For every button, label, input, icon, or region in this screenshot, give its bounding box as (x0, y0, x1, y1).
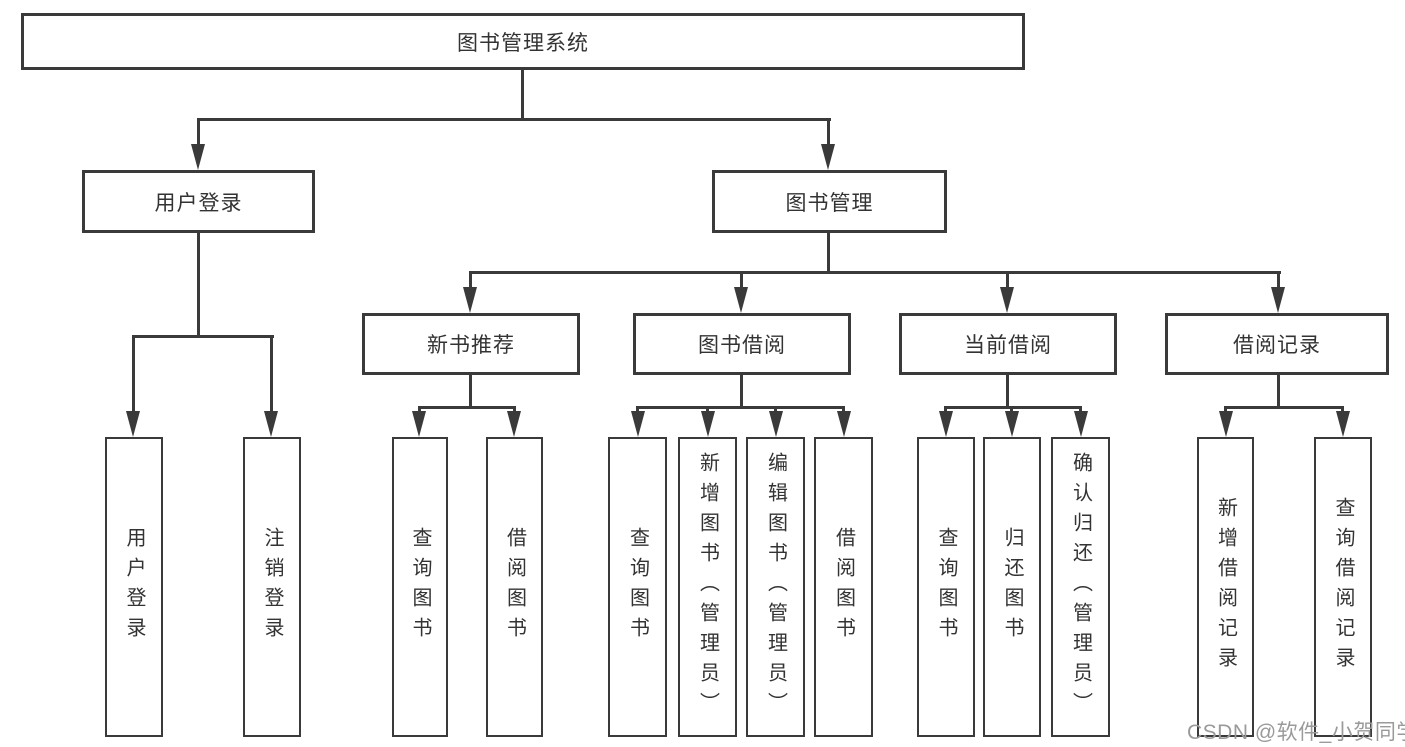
connector-level1-branch (197, 118, 831, 121)
leaf-borrowing-add-books: 新增图书（管理员） (678, 437, 737, 737)
arrow-to-borrowing-query (631, 411, 645, 437)
leaf-recommend-query-books: 查询图书 (392, 437, 448, 737)
leaf-borrowing-query-books: 查询图书 (608, 437, 667, 737)
leaf-user-login-label: 用户登录 (123, 527, 145, 647)
connector-borrowing-stem (740, 375, 743, 409)
leaf-borrowing-edit-books: 编辑图书（管理员） (746, 437, 805, 737)
leaf-current-confirm-return: 确认归还（管理员） (1051, 437, 1110, 737)
leaf-current-return-books: 归还图书 (983, 437, 1041, 737)
arrow-to-book-borrowing (734, 287, 748, 313)
node-book-management: 图书管理 (712, 170, 947, 233)
arrow-to-records-query (1336, 411, 1350, 437)
node-book-borrowing: 图书借阅 (633, 313, 851, 375)
leaf-records-add-record-label: 新增借阅记录 (1214, 497, 1237, 677)
connector-drop-leaf-login (132, 335, 135, 415)
connector-root-stem (521, 70, 524, 120)
connector-user-login-stem (197, 233, 200, 338)
leaf-records-add-record: 新增借阅记录 (1197, 437, 1254, 737)
leaf-borrowing-borrow-books-label: 借阅图书 (832, 527, 855, 647)
node-library-system-label: 图书管理系统 (457, 31, 589, 55)
connector-drop-leaf-logout (270, 335, 273, 415)
arrow-to-borrowing-borrow (837, 411, 851, 437)
connector-records-branch (1224, 406, 1344, 409)
connector-user-login-branch (132, 335, 274, 338)
leaf-current-confirm-return-label: 确认归还（管理员） (1069, 452, 1092, 722)
leaf-borrowing-query-books-label: 查询图书 (626, 527, 649, 647)
node-user-login-label: 用户登录 (154, 191, 243, 215)
connector-drop-borrowing-records (1277, 271, 1280, 291)
arrow-to-borrowing-add (701, 411, 715, 437)
leaf-borrowing-add-books-label: 新增图书（管理员） (696, 452, 719, 722)
node-borrowing-records: 借阅记录 (1165, 313, 1389, 375)
node-current-borrowing: 当前借阅 (899, 313, 1117, 375)
connector-book-management-branch (469, 271, 1281, 274)
connector-book-management-stem (827, 233, 830, 274)
leaf-user-login: 用户登录 (105, 437, 163, 737)
leaf-logout: 注销登录 (243, 437, 301, 737)
leaf-recommend-borrow-books-label: 借阅图书 (503, 527, 526, 647)
leaf-logout-label: 注销登录 (261, 527, 283, 647)
leaf-recommend-query-books-label: 查询图书 (409, 527, 431, 647)
connector-drop-book-borrowing (740, 271, 743, 291)
connector-current-branch (944, 406, 1082, 409)
connector-recommend-branch (418, 406, 516, 409)
node-new-book-recommend-label: 新书推荐 (427, 334, 515, 357)
arrow-to-borrowing-edit (769, 411, 783, 437)
watermark: CSDN @软件_小贺同学 (1187, 721, 1405, 744)
arrow-to-leaf-logout (264, 411, 278, 437)
node-new-book-recommend: 新书推荐 (362, 313, 580, 375)
node-book-borrowing-label: 图书借阅 (698, 334, 786, 357)
node-borrowing-records-label: 借阅记录 (1233, 334, 1321, 357)
node-current-borrowing-label: 当前借阅 (964, 334, 1052, 357)
arrow-to-current-return (1005, 411, 1019, 437)
arrow-to-records-add (1219, 411, 1233, 437)
arrow-to-current-query (939, 411, 953, 437)
connector-records-stem (1277, 375, 1280, 409)
connector-drop-new-book (469, 271, 472, 291)
node-user-login: 用户登录 (82, 170, 315, 233)
arrow-to-leaf-login (126, 411, 140, 437)
arrow-to-current-borrowing (1000, 287, 1014, 313)
arrow-to-borrowing-records (1271, 287, 1285, 313)
arrow-to-new-book (463, 287, 477, 313)
connector-borrowing-branch (636, 406, 845, 409)
connector-recommend-stem (469, 375, 472, 409)
connector-current-stem (1006, 375, 1009, 409)
arrow-to-recommend-query (412, 411, 426, 437)
arrow-to-current-confirm (1074, 411, 1088, 437)
connector-drop-user-login (197, 118, 200, 148)
node-book-management-label: 图书管理 (785, 191, 874, 215)
leaf-borrowing-edit-books-label: 编辑图书（管理员） (764, 452, 787, 722)
arrow-to-user-login (191, 144, 205, 170)
node-library-system: 图书管理系统 (21, 13, 1025, 70)
arrow-to-recommend-borrow (507, 411, 521, 437)
leaf-current-query-books: 查询图书 (917, 437, 975, 737)
leaf-recommend-borrow-books: 借阅图书 (486, 437, 543, 737)
arrow-to-book-management (821, 144, 835, 170)
leaf-records-query-record-label: 查询借阅记录 (1332, 497, 1354, 677)
connector-drop-current-borrowing (1006, 271, 1009, 291)
connector-drop-book-management (827, 118, 830, 148)
leaf-current-return-books-label: 归还图书 (1001, 527, 1023, 647)
leaf-borrowing-borrow-books: 借阅图书 (814, 437, 873, 737)
leaf-current-query-books-label: 查询图书 (935, 527, 957, 647)
leaf-records-query-record: 查询借阅记录 (1314, 437, 1372, 737)
